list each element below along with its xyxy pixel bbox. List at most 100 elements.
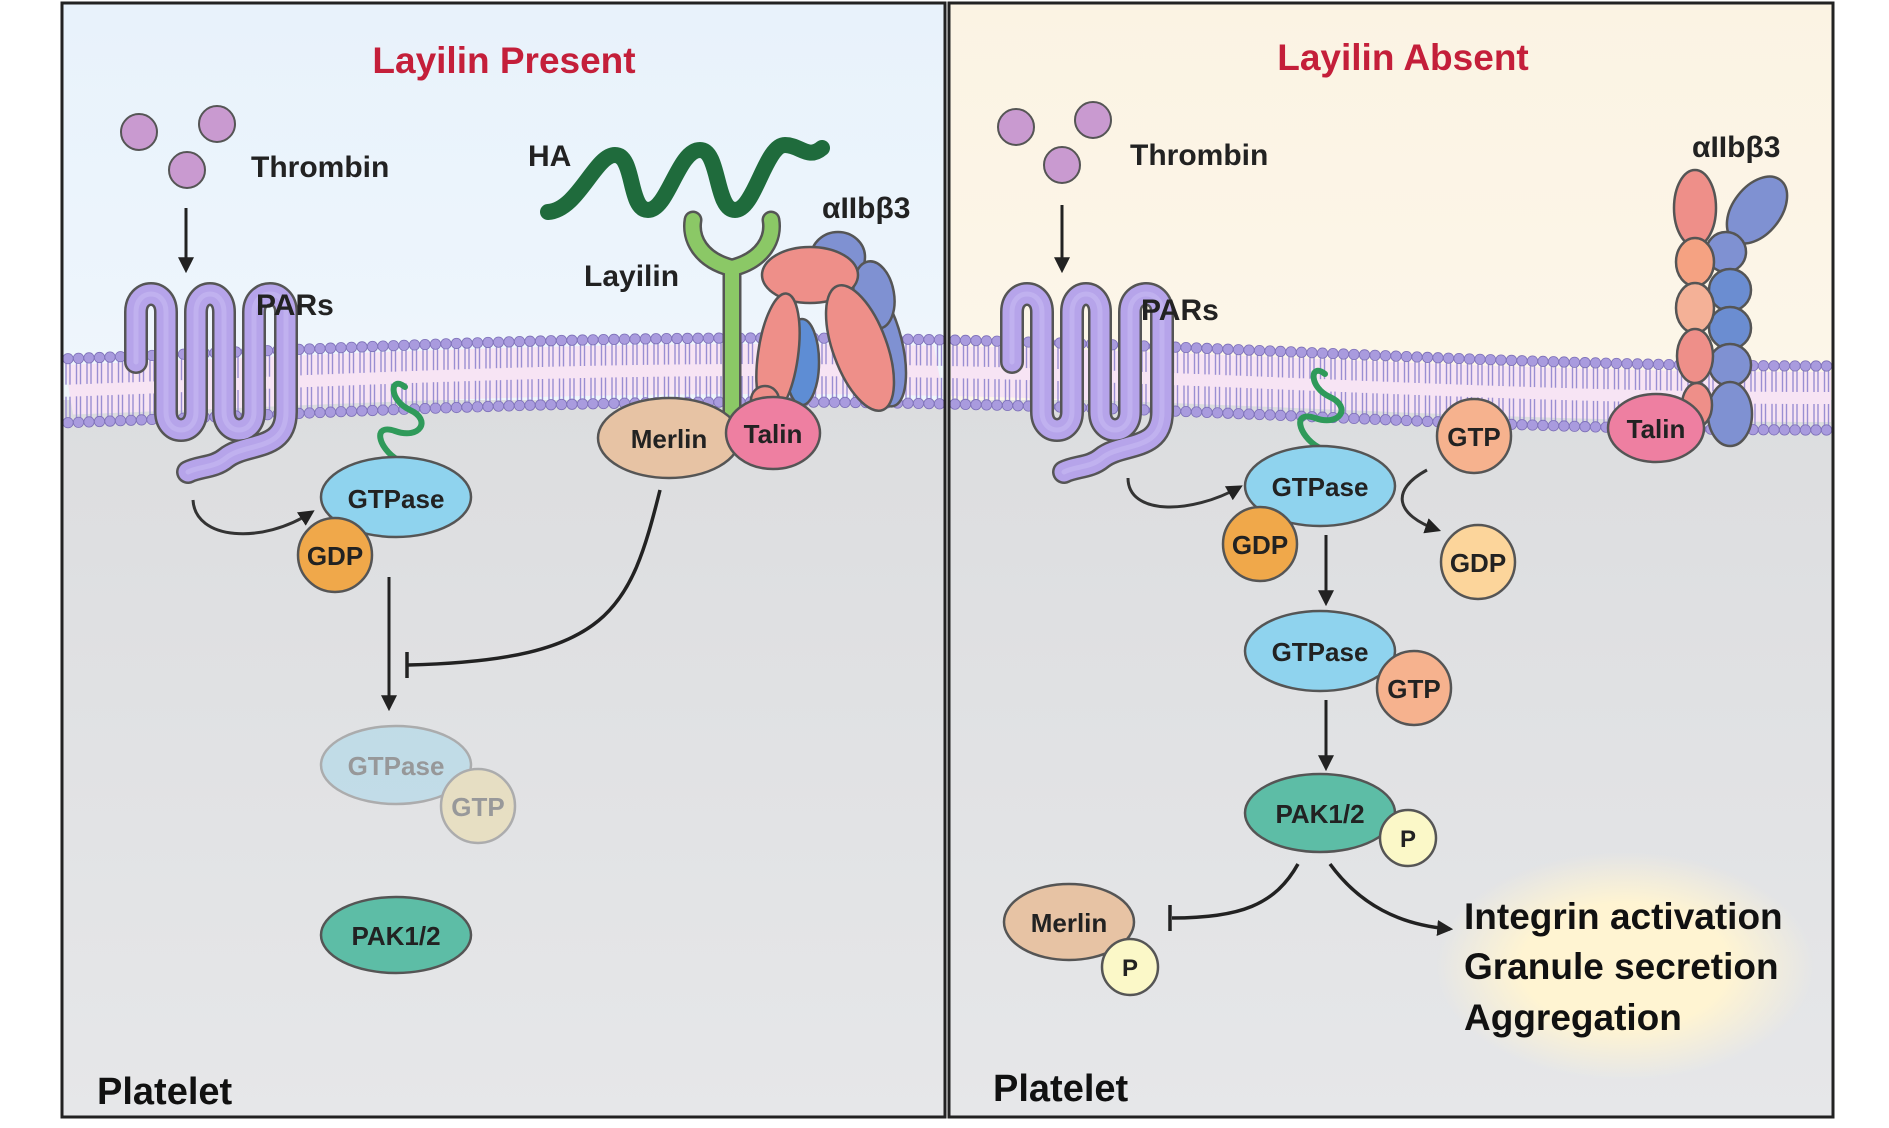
lipid-head <box>1642 358 1654 370</box>
left-gtp-inactive-label: GTP <box>451 792 504 822</box>
lipid-head <box>933 398 946 410</box>
left-panel-border <box>60 1 947 1119</box>
lipid-head <box>1568 356 1581 368</box>
lipid-head <box>1411 351 1423 363</box>
lipid-head <box>1799 360 1812 372</box>
lipid-head <box>1001 399 1014 412</box>
right-merlin <box>1002 882 1136 962</box>
lipid-head <box>1264 345 1276 357</box>
lipid-head <box>1390 414 1402 426</box>
lipid-head <box>62 353 74 365</box>
lipid-head <box>345 405 358 417</box>
lipid-head <box>72 352 85 364</box>
right-beta-bead-3 <box>1707 305 1753 351</box>
lipid-head <box>1600 357 1612 369</box>
lipid-head <box>1400 414 1413 427</box>
lipid-head <box>949 398 961 410</box>
lipid-head <box>429 402 442 414</box>
lipid-head <box>1810 424 1822 436</box>
lipid-head <box>1295 346 1308 358</box>
right-par-to-gtpase-arrow <box>1126 477 1243 509</box>
lipid-head <box>135 414 148 426</box>
left-layilin-fill <box>685 213 779 439</box>
lipid-head <box>1201 406 1213 418</box>
lipid-head <box>1474 353 1486 365</box>
lipid-head <box>93 415 106 428</box>
right-thrombin-particle-3 <box>1043 146 1081 184</box>
lipid-head <box>1579 357 1591 369</box>
lipid-head <box>566 398 578 410</box>
lipid-head <box>114 415 127 427</box>
lipid-head <box>524 399 536 411</box>
lipid-head <box>839 396 851 408</box>
lipid-head <box>692 332 704 344</box>
lipid-head <box>1558 420 1570 432</box>
lipid-head <box>959 398 972 410</box>
lipid-head <box>1337 348 1350 360</box>
lipid-head <box>1621 358 1633 370</box>
lipid-head <box>597 333 610 346</box>
lipid-head <box>1379 350 1392 362</box>
lipid-head <box>744 332 757 344</box>
lipid-head <box>1558 356 1570 368</box>
lipid-head <box>681 332 694 344</box>
lipid-head <box>545 399 557 411</box>
lipid-head <box>356 405 368 417</box>
lipid-head <box>335 406 347 418</box>
left-gtpase-inactive-label: GTPase <box>348 751 445 781</box>
left-panel-title: Layilin Present <box>372 40 635 81</box>
left-gtpase-label: GTPase <box>348 484 445 514</box>
lipid-head <box>503 336 515 348</box>
lipid-head <box>980 335 993 347</box>
lipid-head <box>1516 355 1528 367</box>
right-talin <box>1606 392 1706 464</box>
lipid-head <box>356 341 368 353</box>
left-layilin-label: Layilin <box>584 260 679 293</box>
right-gdp <box>1221 505 1299 583</box>
lipid-head <box>1768 424 1780 436</box>
lipid-head <box>1348 412 1360 425</box>
lipid-head <box>902 333 914 345</box>
lipid-head <box>1306 347 1318 359</box>
lipid-head <box>93 351 106 364</box>
right-alpha-bead-3 <box>1675 327 1715 385</box>
lipid-head <box>970 399 982 411</box>
lipid-head <box>555 334 568 347</box>
lipid-head <box>440 402 452 414</box>
lipid-head <box>566 334 578 346</box>
lipid-head <box>1211 343 1224 355</box>
lipid-head <box>1432 352 1444 364</box>
lipid-head <box>524 335 536 347</box>
lipid-head <box>1390 350 1402 362</box>
right-gtpase-active <box>1243 609 1397 693</box>
lipid-head <box>991 399 1003 411</box>
lipid-head <box>576 398 589 410</box>
right-beta-bead-4 <box>1707 342 1753 388</box>
lipid-head <box>1180 341 1192 354</box>
lipid-head <box>970 335 982 347</box>
lipid-head <box>1820 424 1833 436</box>
lipid-head <box>1264 409 1276 421</box>
right-outcome-glow <box>1436 852 1814 1080</box>
lipid-head <box>377 404 389 416</box>
lipid-head <box>471 401 484 413</box>
lipid-head <box>534 335 547 347</box>
lipid-head <box>1190 342 1203 354</box>
left-alpha-leg-right <box>824 284 896 412</box>
lipid-head <box>1768 360 1780 372</box>
lipid-head <box>1810 360 1822 372</box>
lipid-head <box>534 399 547 411</box>
lipid-head <box>1442 352 1455 364</box>
lipid-head <box>503 400 515 412</box>
left-par-to-gtpase-arrow <box>191 499 315 536</box>
left-gdp <box>296 516 374 594</box>
lipid-head <box>482 400 494 413</box>
lipid-head <box>303 343 316 355</box>
lipid-head <box>419 402 431 415</box>
lipid-head <box>387 404 400 416</box>
lipid-head <box>545 335 557 347</box>
left-cytoplasm <box>62 400 945 1117</box>
lipid-head <box>482 336 494 349</box>
lipid-head <box>1327 347 1339 360</box>
